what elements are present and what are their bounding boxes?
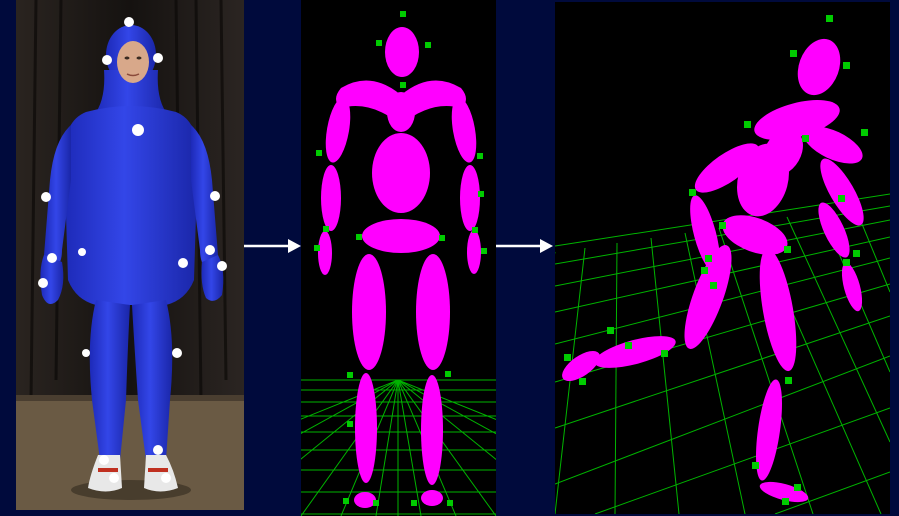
arrow-right-icon bbox=[496, 236, 554, 256]
front-skeleton-view bbox=[301, 0, 496, 516]
arrow-right-icon bbox=[244, 236, 302, 256]
mocap-photo bbox=[16, 0, 244, 510]
mocap-photo-panel bbox=[16, 0, 244, 510]
3d-view-reconstruction-panel bbox=[555, 2, 890, 514]
kneeling-skeleton-view bbox=[555, 2, 890, 514]
front-view-reconstruction-panel bbox=[301, 0, 496, 516]
